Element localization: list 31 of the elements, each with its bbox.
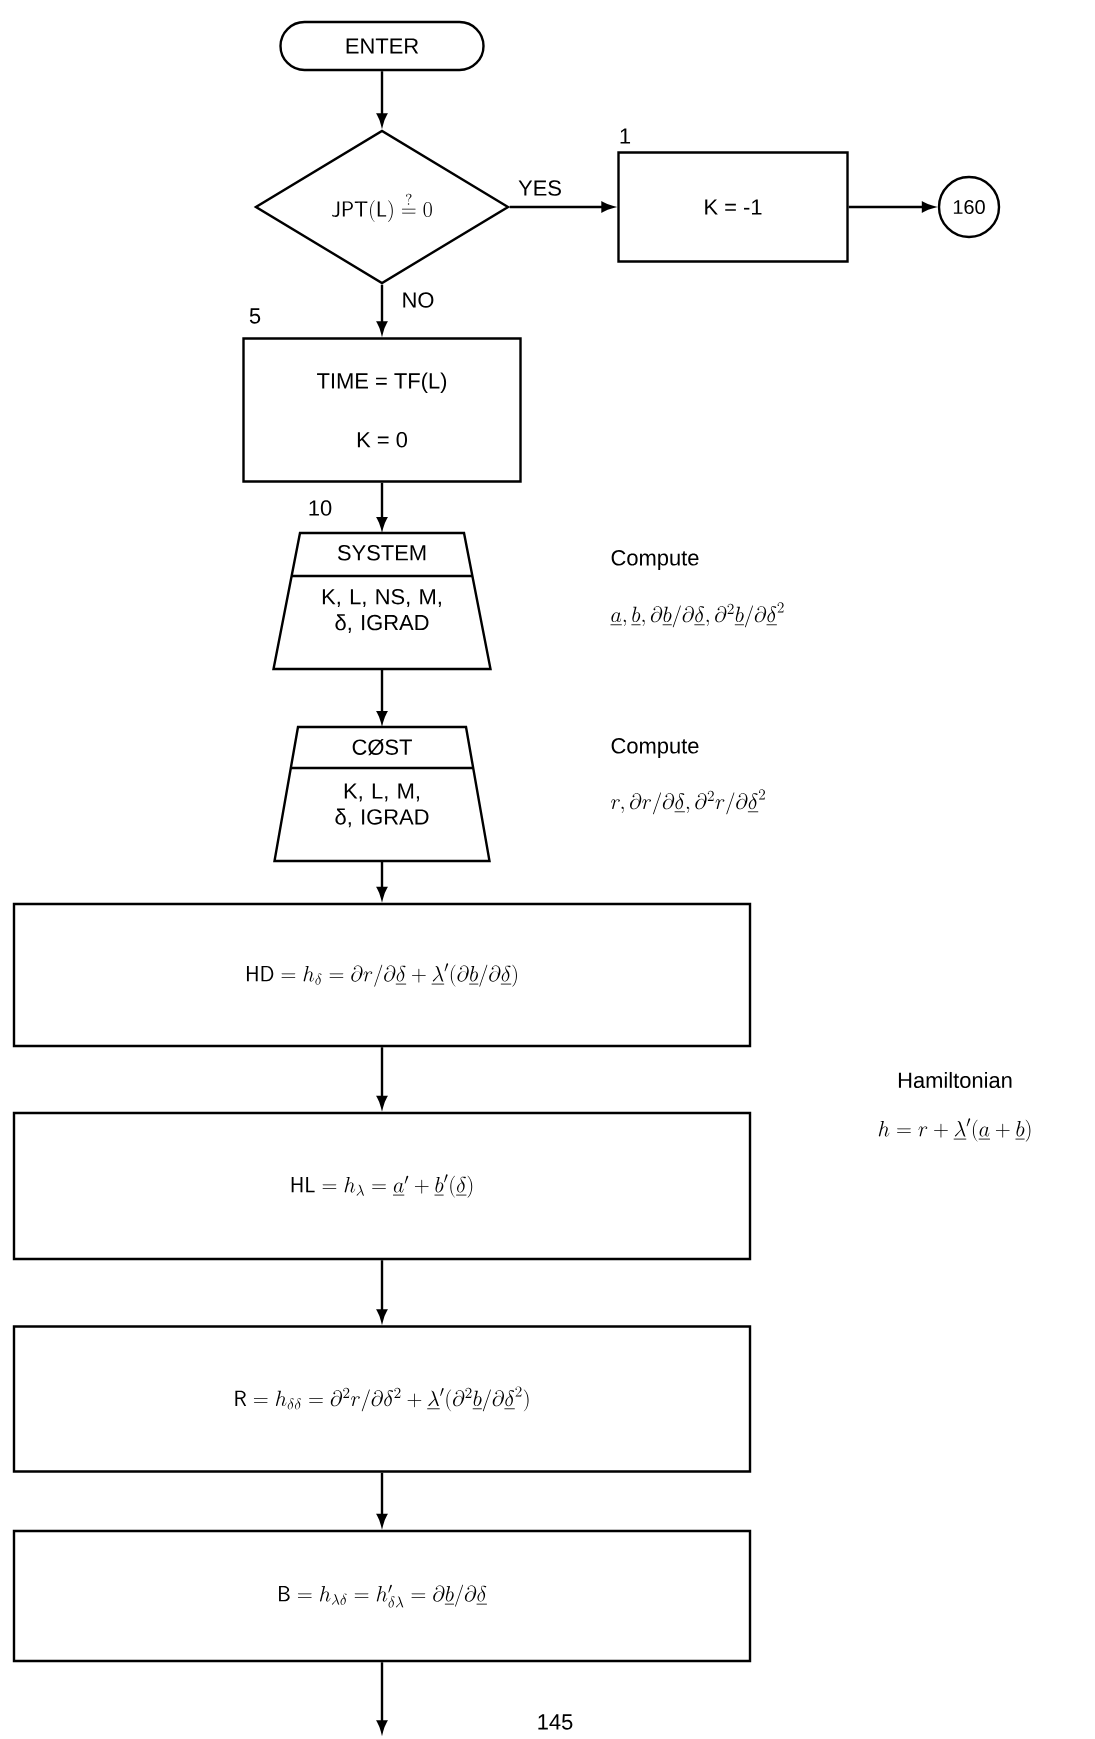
page-number: 145 [538, 1714, 573, 1730]
arrow [509, 201, 614, 213]
note-text: Hamiltonian [898, 1071, 1012, 1089]
subroutine-trapezoid: SYSTEM K, L, NS, M, δ, IGRAD [272, 531, 492, 671]
arrow [376, 284, 388, 334]
formula-text: $r, \partial r/\partial\underline{\delta}, \partial^2 r/\partial\underline{\delta}^2$ [611, 789, 765, 815]
process-box: TIME = TF(L) K = 0 [242, 337, 522, 483]
note-text: Compute [611, 550, 699, 570]
subroutine-trapezoid: CØST K, L, M, δ, IGRAD [273, 725, 491, 863]
edge-label: NO [400, 291, 436, 309]
arrow [376, 1472, 388, 1527]
process-box: K = -1 [617, 151, 849, 263]
step-number: 10 [309, 500, 332, 516]
arrow [376, 482, 388, 530]
formula-text: $h = r + \underline{\lambda}'(\underline{a} + \underline{b})$ [878, 1118, 1031, 1142]
arrow [376, 861, 388, 900]
arrow [848, 201, 935, 213]
process-box: $\mathsf{HL} = h_{\lambda} = \underline{a}' + \underline{b}'(\underline{\delta})$ [12, 1111, 752, 1261]
arrow [376, 1047, 388, 1109]
arrow [376, 1662, 388, 1733]
step-number: 1 [620, 128, 631, 144]
arrow [376, 71, 388, 126]
process-box: $\mathsf{R} = h_{\delta\delta} = \partial^2 r/\partial\delta^2 + \underline{\lambda}'(\partial^2\underline{b}/\partial\underline{\delta}^2)$ [12, 1325, 752, 1473]
edge-label: YES [517, 179, 563, 197]
formula-text: $\underline{a}, \underline{b}, \partial\underline{b}/\partial\underline{\delta}, \partial^2\underline{b}/\partial\underline{\delta}^2$ [610, 602, 784, 628]
process-box: $\mathsf{HD} = h_{\delta} = \partial r/\partial\underline{\delta} + \underline{\lambda}'(\partial\underline{b}/\partial\underline{\delta})$ [12, 902, 752, 1048]
note-text: Compute [611, 738, 699, 758]
process-box: $\mathsf{B} = h_{\lambda\delta} = h'_{\delta\lambda} = \partial\underline{b}/\partial\underline{\delta}$ [12, 1529, 752, 1663]
step-number: 5 [249, 308, 261, 324]
arrow [376, 1260, 388, 1322]
arrow [376, 669, 388, 724]
